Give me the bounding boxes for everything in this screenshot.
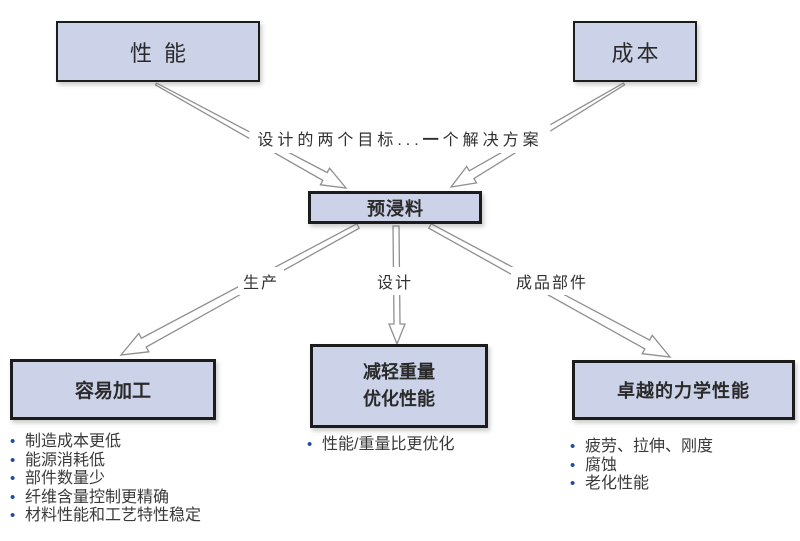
cost-box-label: 成本 [611,40,662,66]
list-item: 老化性能 [567,475,713,494]
list-item: 材料性能和工艺特性稳定 [7,507,201,526]
easy-processing-bullet-list: 制造成本更低 能源消耗低 部件数量少 纤维含量控制更精确 材料性能和工艺特性稳定 [7,433,201,526]
weight-performance-bullet-list: 性能/重量比更优化 [304,436,454,455]
list-item: 制造成本更低 [7,433,201,452]
list-item: 纤维含量控制更精确 [7,489,201,508]
caption-right-text: 个解决方案 [442,132,543,149]
list-item: 疲劳、拉伸、刚度 [567,438,713,457]
easy-processing-box: 容易加工 [10,359,216,420]
performance-box-label: 性能 [129,40,198,66]
mechanical-bullet-list: 疲劳、拉伸、刚度 腐蚀 老化性能 [567,438,713,494]
mechanical-box: 卓越的力学性能 [572,360,795,420]
weight-performance-box-line1: 减轻重量 [363,362,435,382]
branch-label-production: 生产 [237,267,285,295]
design-goals-caption: 设计的两个目标...一个解决方案 [249,123,551,153]
list-item: 腐蚀 [567,457,713,476]
mechanical-box-label: 卓越的力学性能 [617,381,750,401]
prepreg-box-label: 预浸料 [367,198,424,219]
branch-label-finished-parts: 成品部件 [510,267,594,295]
caption-left-text: 设计的两个目标... [257,132,423,149]
list-item: 部件数量少 [7,470,201,489]
list-item: 能源消耗低 [7,452,201,471]
branch-label-design: 设计 [371,267,419,295]
cost-box: 成本 [573,21,697,82]
list-item: 性能/重量比更优化 [304,436,454,455]
weight-performance-box-line2: 优化性能 [363,389,435,409]
caption-emphasis-text: 一 [422,132,443,149]
easy-processing-box-label: 容易加工 [74,381,151,402]
prepreg-box: 预浸料 [308,191,482,224]
performance-box: 性能 [56,21,260,82]
weight-performance-box: 减轻重量 优化性能 [310,344,488,428]
